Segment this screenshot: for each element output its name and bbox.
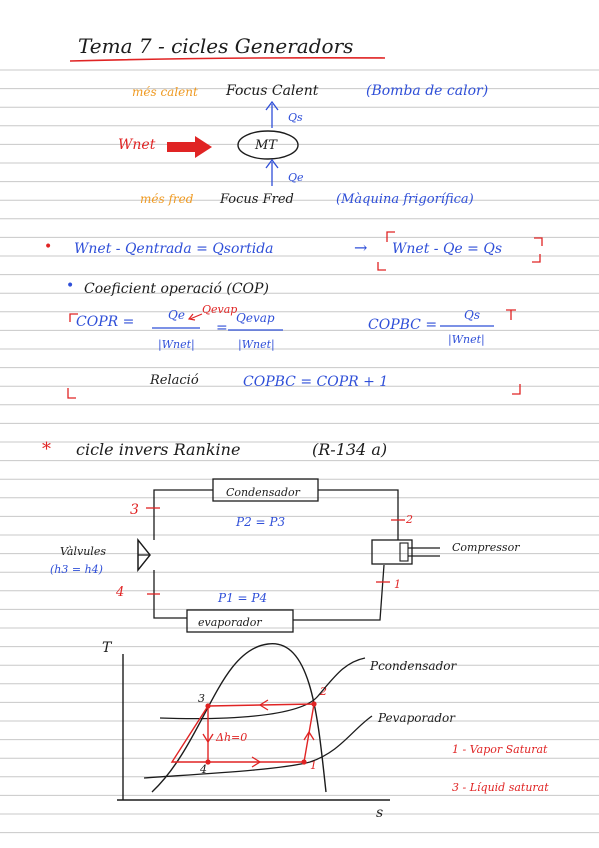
- qevap-note: Qevap: [202, 303, 238, 316]
- hot-side-label: més calent: [132, 85, 198, 99]
- isenthalpic-note: Δh=0: [216, 731, 248, 744]
- balance-boxed-equation: Wnet - Qe = Qs: [392, 241, 503, 257]
- evaporator-box: [186, 609, 294, 633]
- fridge-note: (Màquina frigorífica): [336, 192, 474, 207]
- cop-r-denominator: |Wnet|: [158, 338, 195, 351]
- relacio-label: Relació: [150, 373, 199, 388]
- cop-bc-denominator: |Wnet|: [448, 333, 485, 346]
- cop-label: Coeficient operació (COP): [84, 281, 269, 297]
- cycle-point-4: 4: [116, 585, 125, 600]
- balance-equation: Wnet - Qentrada = Qsortida: [74, 241, 274, 257]
- cold-focus-label: Focus Fred: [220, 192, 294, 207]
- evaporator-isobar: [143, 715, 373, 779]
- compressor-label: Compressor: [452, 541, 520, 554]
- compressor-body: [371, 539, 413, 565]
- cop-r-equals: =: [216, 320, 228, 336]
- cycle-point-2: 2: [406, 513, 413, 526]
- enthalpy-note: (h3 = h4): [50, 563, 103, 576]
- cop-bullet: •: [66, 278, 75, 294]
- valves-label: Vàlvules: [60, 545, 106, 558]
- qs-label: Qs: [288, 111, 303, 124]
- cycle-point-3: 3: [130, 502, 139, 518]
- cycle-title: cicle invers Rankine: [76, 440, 241, 459]
- fluid-label: (R-134 a): [312, 440, 388, 459]
- s-axis-label: s: [376, 805, 384, 821]
- saturation-dome: [151, 643, 327, 793]
- cop-bc-numerator: Qs: [464, 308, 480, 322]
- cycle-path: [170, 703, 315, 763]
- qe-label: Qe: [288, 171, 304, 184]
- heat-pump-note: (Bomba de calor): [366, 83, 489, 99]
- work-arrow: [167, 136, 212, 158]
- condenser-isobar: [159, 657, 366, 720]
- ts-point-3: 3: [198, 692, 205, 705]
- star-mark: *: [42, 439, 51, 460]
- pressure-bottom: P1 = P4: [218, 591, 268, 605]
- balance-arrow: →: [354, 238, 368, 257]
- engine-ellipse: [237, 130, 299, 160]
- cycle-point-1: 1: [394, 578, 401, 591]
- cop-r-numerator: Qe: [168, 308, 185, 322]
- legend-point-1: 1 - Vapor Saturat: [452, 743, 548, 756]
- evaporator-pressure-label: Pevaporador: [378, 711, 456, 725]
- condenser-pressure-label: Pcondensador: [370, 659, 457, 673]
- condenser-label: Condensador: [226, 486, 300, 499]
- hot-focus-label: Focus Calent: [226, 83, 319, 99]
- ts-point-2: 2: [320, 685, 327, 698]
- legend-point-3: 3 - Líquid saturat: [452, 781, 549, 794]
- relacio-equation: COPBC = COPR + 1: [243, 374, 389, 390]
- pressure-top: P2 = P3: [236, 515, 286, 529]
- page-title: Tema 7 - cicles Generadors: [78, 34, 354, 58]
- ts-point-4: 4: [200, 763, 207, 776]
- ts-point-1: 1: [310, 759, 317, 772]
- cop-r-numerator-2: Qevap: [236, 311, 275, 325]
- cop-r-label: COPR =: [76, 314, 135, 330]
- cop-bc-label: COPBC =: [368, 317, 438, 333]
- t-axis-label: T: [102, 640, 112, 656]
- balance-bullet: •: [44, 239, 53, 255]
- wnet-label: Wnet: [118, 137, 156, 153]
- evaporator-label: evaporador: [198, 616, 262, 629]
- cold-side-label: més fred: [140, 192, 194, 206]
- cop-r-denominator-2: |Wnet|: [238, 338, 275, 351]
- mt-label: MT: [255, 138, 277, 153]
